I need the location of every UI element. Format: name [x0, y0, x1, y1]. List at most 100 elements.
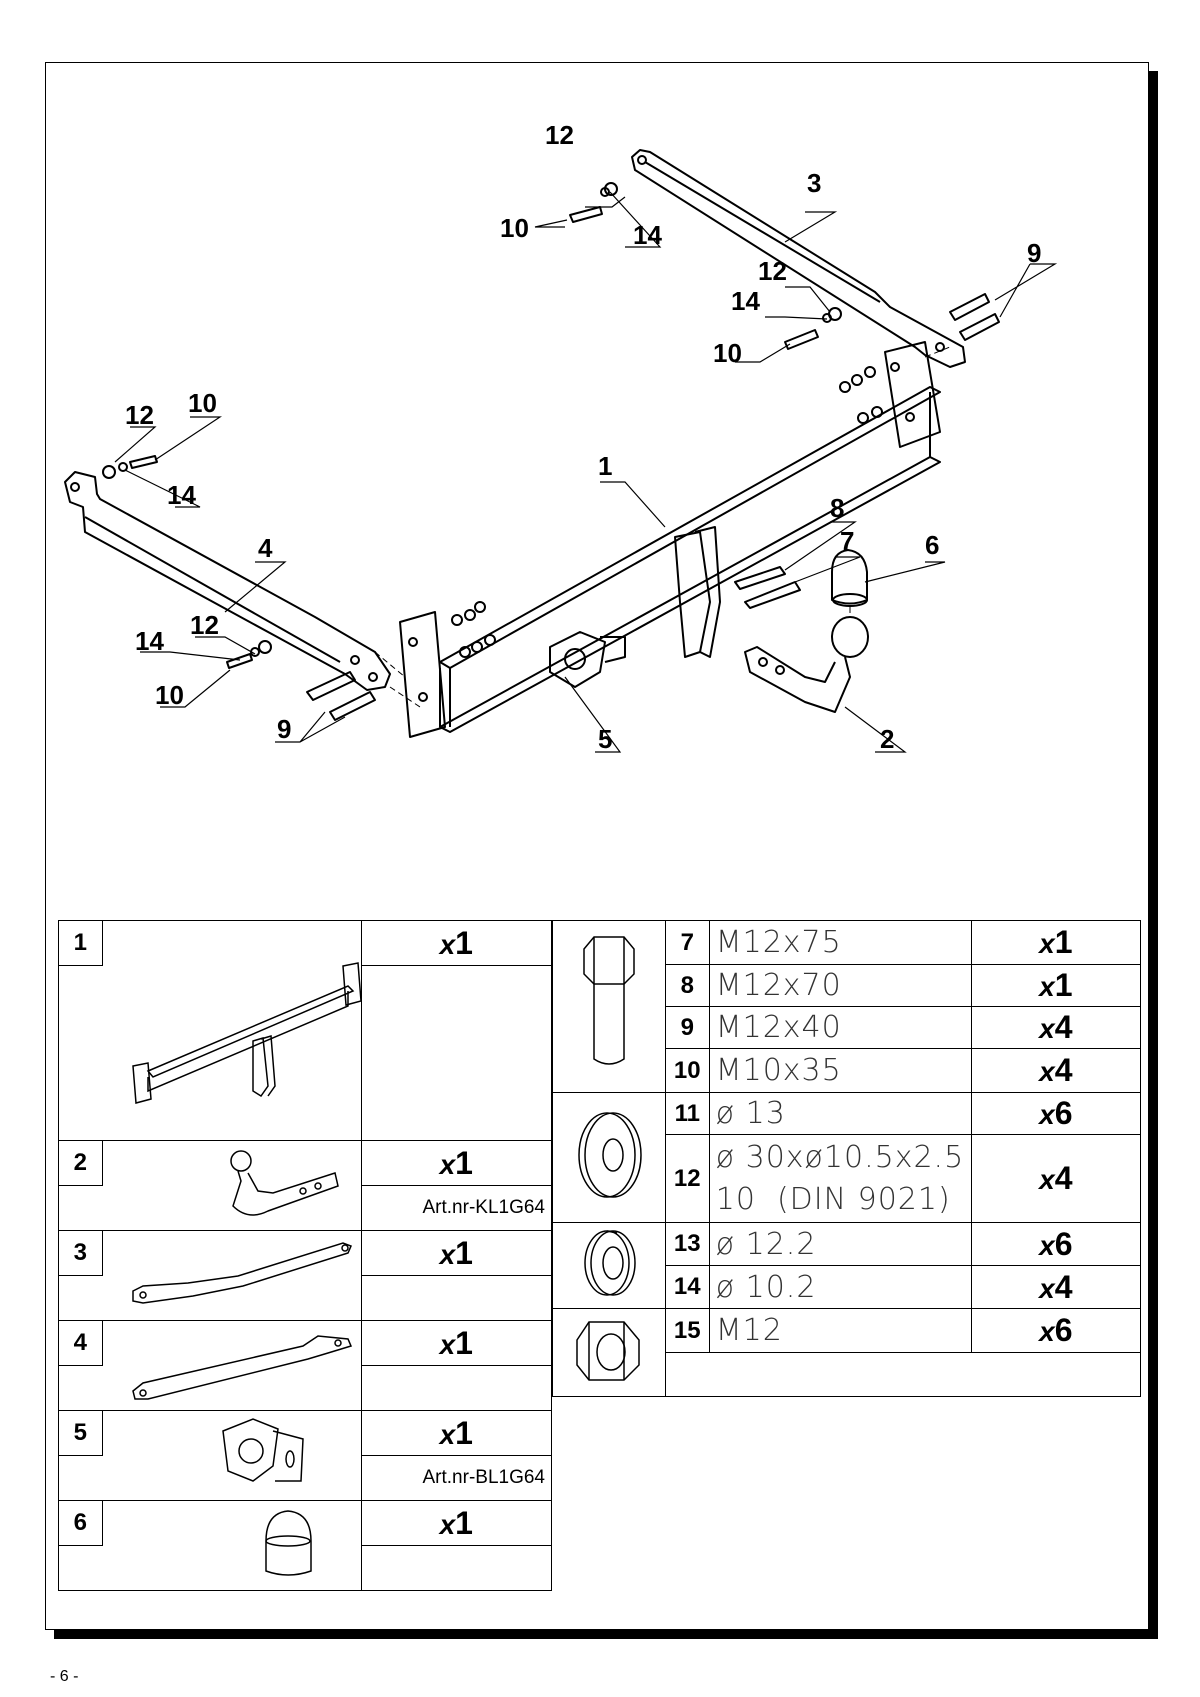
callout-14: 14	[167, 480, 196, 510]
spacer	[361, 1365, 553, 1411]
spacer	[58, 1455, 103, 1501]
part-illustration-cell	[102, 1410, 362, 1501]
part-number: 6	[58, 1500, 103, 1546]
quantity: x4	[970, 1048, 1142, 1093]
part-spec-line: ø 30xø10.5x2.5	[715, 1139, 965, 1175]
article-number: Art.nr-BL1G64	[361, 1455, 553, 1501]
part-number: 14	[664, 1265, 710, 1309]
part-spec: ø 12.2	[708, 1222, 972, 1266]
spacer	[58, 1545, 103, 1591]
callout-10: 10	[500, 213, 529, 243]
part-spec-line: 10 (DIN 9021)	[715, 1181, 951, 1217]
callout-2: 2	[880, 724, 894, 754]
part-number: 11	[664, 1092, 710, 1135]
bolt-icon	[583, 936, 635, 1065]
bolt-cell	[552, 920, 666, 1093]
callout-12: 12	[758, 256, 787, 286]
part-number: 10	[664, 1048, 710, 1093]
quantity: x1	[360, 1230, 553, 1276]
side-bracket-right-icon	[131, 1242, 352, 1304]
spacer	[58, 1275, 103, 1321]
part-number: 1	[58, 919, 103, 967]
quantity: x1	[360, 1410, 553, 1456]
callout-6: 6	[925, 530, 939, 560]
part-number: 4	[58, 1320, 103, 1366]
quantity: x1	[360, 919, 553, 967]
part-spec: ø 13	[708, 1092, 972, 1135]
callout-7: 7	[840, 526, 854, 556]
callout-9: 9	[1027, 238, 1041, 268]
part-illustration-cell	[102, 1320, 362, 1411]
callout-1: 1	[598, 451, 612, 481]
part-number: 13	[664, 1222, 710, 1266]
part-illustration-cell	[102, 1230, 362, 1321]
part-spec: M12	[708, 1308, 972, 1353]
callout-14: 14	[633, 220, 662, 250]
quantity: x1	[970, 964, 1142, 1007]
quantity: x6	[970, 1222, 1142, 1266]
exploded-assembly-drawing: 12 10 14 3 9 12 14 10 12 10 14 1 8 7 6 4…	[45, 62, 1149, 902]
callout-8: 8	[830, 493, 844, 523]
part-number: 9	[664, 1006, 710, 1049]
quantity: x4	[970, 1134, 1142, 1223]
quantity: x1	[360, 1500, 553, 1546]
quantity: x6	[970, 1092, 1142, 1135]
callout-4: 4	[258, 533, 273, 563]
part-spec: M12x40	[708, 1006, 972, 1049]
hex-nut-icon	[576, 1321, 640, 1381]
quantity: x4	[970, 1265, 1142, 1309]
flat-washer-icon	[578, 1112, 642, 1198]
part-illustration-cell	[102, 1140, 362, 1231]
hex-nut-cell	[552, 1308, 666, 1397]
side-bracket-left-icon	[131, 1335, 352, 1400]
callout-12: 12	[190, 610, 219, 640]
socket-plate-icon	[221, 1418, 304, 1482]
callout-10: 10	[713, 338, 742, 368]
part-spec: M10x35	[708, 1048, 972, 1093]
quantity: x1	[360, 1140, 553, 1186]
part-number: 8	[664, 964, 710, 1007]
callout-10: 10	[188, 388, 217, 418]
part-illustration-cell	[102, 920, 362, 1141]
spacer	[58, 1365, 103, 1411]
side-bracket-3-part	[631, 149, 966, 368]
part-illustration-cell	[102, 1500, 362, 1591]
callout-3: 3	[807, 168, 821, 198]
part-number: 3	[58, 1230, 103, 1276]
callout-9: 9	[277, 714, 291, 744]
part-number: 12	[664, 1134, 710, 1223]
tow-ball-part	[744, 616, 869, 713]
callout-5: 5	[598, 724, 612, 754]
callout-12: 12	[125, 400, 154, 430]
spacer	[361, 1275, 553, 1321]
spacer	[58, 965, 103, 1141]
spacer	[58, 1185, 103, 1231]
quantity: x4	[970, 1006, 1142, 1049]
part-spec: M12x70	[708, 964, 972, 1007]
part-number: 7	[664, 920, 710, 965]
callout-14: 14	[731, 286, 760, 316]
ball-cap-part	[831, 549, 868, 607]
spacer	[361, 965, 553, 1141]
part-spec: M12x75	[708, 920, 972, 965]
side-bracket-4-part	[64, 471, 391, 691]
callout-14: 14	[135, 626, 164, 656]
quantity: x1	[360, 1320, 553, 1366]
tow-ball-arm-icon	[229, 1150, 339, 1216]
article-number: Art.nr-KL1G64	[361, 1185, 553, 1231]
part-number: 15	[664, 1308, 710, 1353]
ball-cap-icon	[264, 1510, 312, 1576]
main-parts-table: 1 x1 2	[58, 919, 553, 1591]
callout-12: 12	[545, 120, 574, 150]
part-spec: ø 30xø10.5x2.5 10 (DIN 9021)	[708, 1134, 972, 1223]
spring-washer-cell	[552, 1222, 666, 1309]
spacer	[664, 1352, 1142, 1397]
crossmember-part	[399, 341, 941, 738]
part-spec: ø 10.2	[708, 1265, 972, 1309]
spring-washer-icon	[584, 1230, 636, 1296]
part-number: 2	[58, 1140, 103, 1186]
spacer	[361, 1545, 553, 1591]
quantity: x1	[970, 920, 1142, 965]
part-number: 5	[58, 1410, 103, 1456]
page-number: - 6 -	[50, 1668, 79, 1685]
